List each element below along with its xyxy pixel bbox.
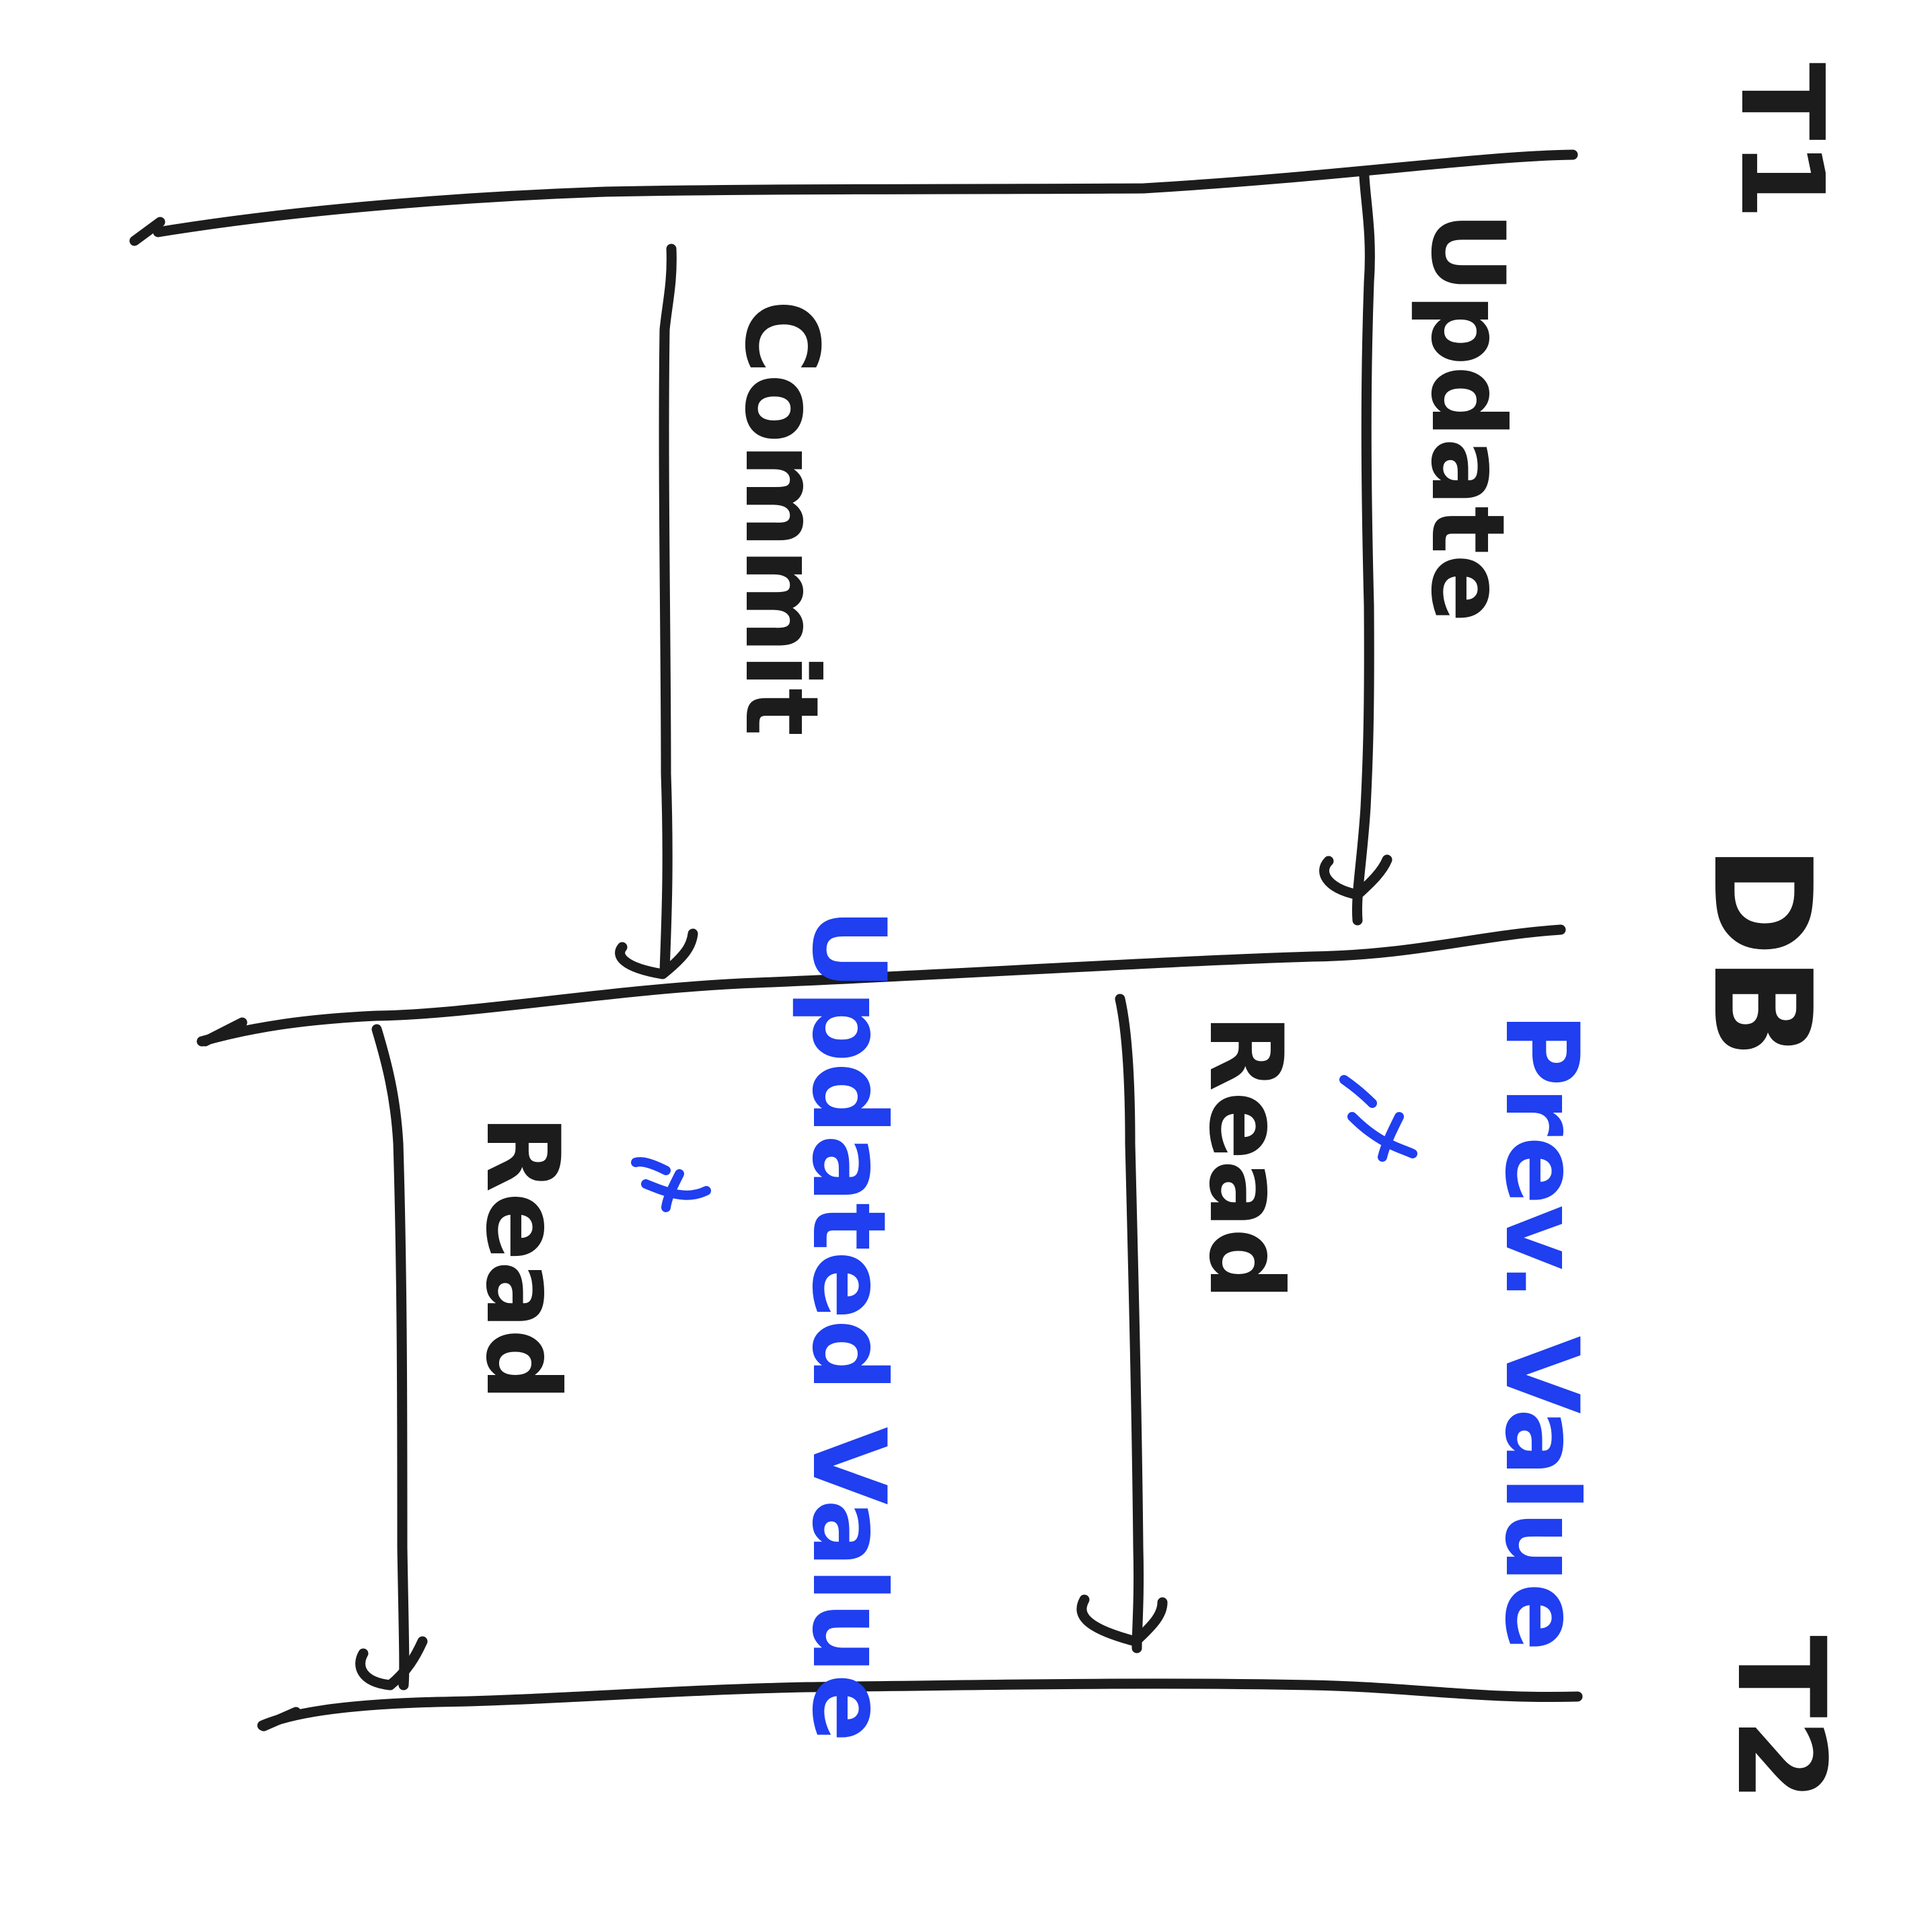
t1-label-group: T1 [1715,63,1848,220]
t2-label: T2 [1710,1635,1851,1802]
read-label-first: Read [1187,1014,1304,1300]
read-label-second: Read [463,1115,581,1401]
t1-lifeline [129,149,1578,246]
updated-value-annotation: Updated Value [790,908,907,1742]
db-label-group: DB [1683,845,1840,1059]
t1-label: T1 [1715,63,1848,220]
t2-lifeline [257,1678,1583,1732]
update-arrow [1319,171,1392,926]
prev-value-arrow [1339,1075,1417,1162]
update-label: Update [1409,211,1526,622]
updated-value-arrow [631,1157,711,1212]
commit-label: Commit [722,300,840,737]
db-label: DB [1683,845,1840,1059]
commit-arrow [615,244,698,979]
t2-label-group: T2 [1710,1635,1851,1802]
read-arrow-second [355,1024,428,1690]
read-arrow-first [1076,994,1168,1654]
prev-value-annotation: Prev. Value [1483,1012,1600,1651]
db-lifeline [196,924,1566,1047]
